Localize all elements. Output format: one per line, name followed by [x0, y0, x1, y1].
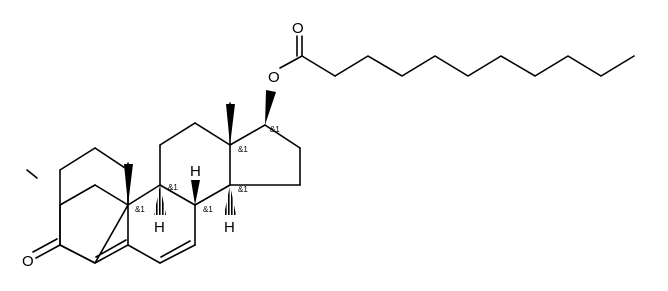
bond-c3-o — [35, 244, 61, 259]
carbonyl-oxygen-label: O — [292, 20, 304, 37]
stereo-c9: &1 — [168, 183, 178, 192]
stereo-c14: &1 — [238, 185, 248, 194]
bond-c12-c13 — [194, 122, 231, 146]
bond-c3-o-double — [32, 238, 58, 253]
wedge-c17-o — [265, 90, 276, 125]
bond-c11-c12 — [159, 122, 196, 146]
stereo-c8: &1 — [203, 205, 213, 214]
bond-c14-c8 — [194, 184, 231, 206]
bond-c7-c6 — [159, 244, 196, 264]
h-c14-label: H — [224, 219, 235, 236]
bond-c17-c16 — [264, 124, 301, 149]
stereo-c17: &1 — [270, 125, 280, 134]
h-c8-label: H — [190, 163, 201, 180]
h-c9-label: H — [154, 219, 165, 236]
bond-c1-c10 — [94, 184, 129, 206]
bond-ringA-3 — [59, 147, 96, 171]
bond-c9-c8 — [159, 184, 196, 206]
wedge-c10-methyl — [124, 164, 133, 205]
bond-ringA-1 — [26, 169, 38, 179]
bond-c10-c9 — [127, 184, 161, 206]
bond-c13-c17 — [229, 124, 266, 146]
bond-c4-c5 — [94, 244, 129, 264]
hash-c14-h — [224, 185, 236, 215]
stereo-c10: &1 — [135, 205, 145, 214]
ester-oxygen-label: O — [268, 69, 280, 86]
bond-c5-c4 — [59, 244, 96, 264]
bond-c7-c6-double — [160, 240, 191, 258]
bond-c1-c2 — [59, 184, 96, 206]
alkyl-chain — [334, 55, 635, 77]
bond-o-carbonyl — [279, 55, 303, 69]
wedge-c13-methyl — [226, 104, 235, 145]
wedge-c8-h — [191, 180, 200, 205]
bond-ringA-6 — [94, 204, 129, 264]
bond-ringA-4 — [94, 147, 129, 171]
stereo-c13: &1 — [238, 145, 248, 154]
bond-c4-c5-double — [95, 239, 127, 258]
ketone-oxygen-label: O — [22, 253, 34, 270]
bond-carbonyl-chain — [301, 55, 336, 77]
hash-c9-h — [154, 185, 166, 215]
bond-c6-c5 — [127, 244, 161, 264]
